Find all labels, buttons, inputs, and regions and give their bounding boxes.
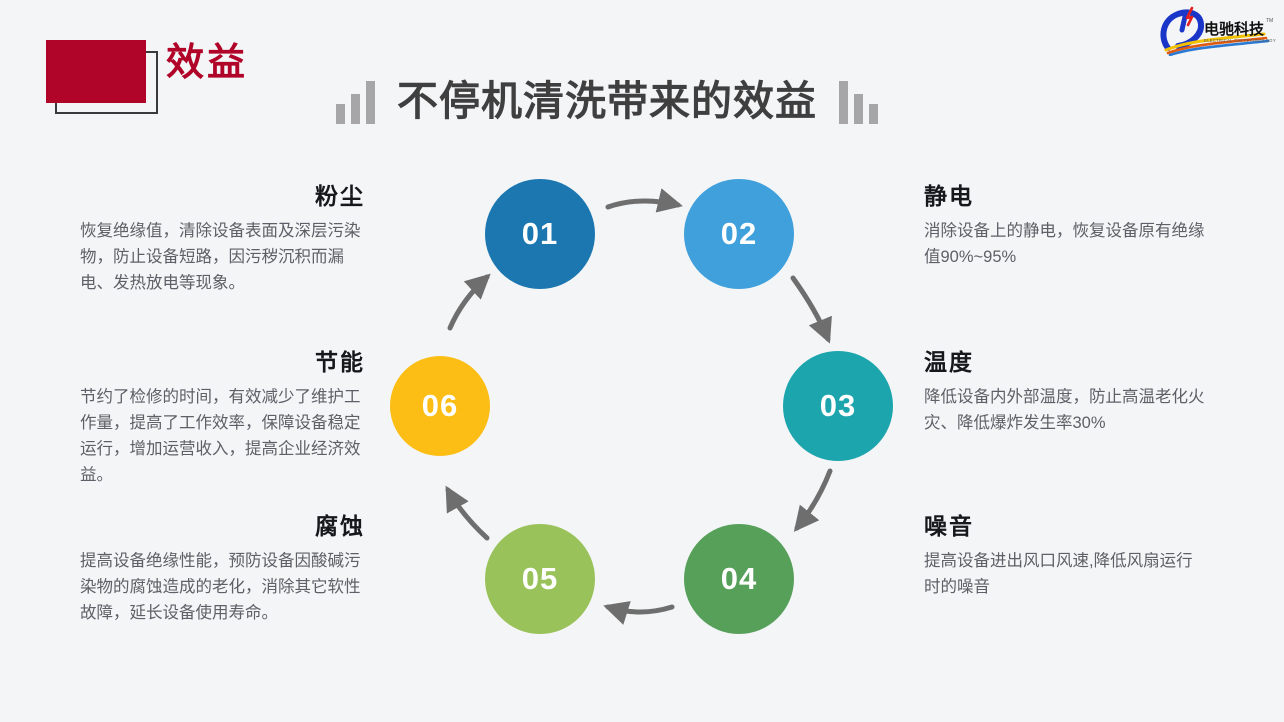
arrow-04-to-05: [603, 601, 675, 625]
page-title-group: 不停机清洗带来的效益: [336, 66, 878, 124]
item-corrosion-title: 腐蚀: [315, 513, 365, 539]
item-temperature-title: 温度: [924, 349, 974, 375]
svg-text:TM: TM: [1266, 18, 1273, 24]
cycle-node-06[interactable]: 06: [390, 356, 490, 456]
header-badge: [46, 40, 158, 114]
cycle-node-03[interactable]: 03: [783, 351, 893, 461]
item-noise-title: 噪音: [924, 513, 974, 539]
svg-text:ELECTRICAL CHI TECHNOLOGY: ELECTRICAL CHI TECHNOLOGY: [1204, 38, 1276, 43]
arrow-03-to-04: [793, 468, 833, 532]
arrow-02-to-03: [790, 275, 832, 344]
item-dust-body: 恢复绝缘值，清除设备表面及深层污染物，防止设备短路，因污秽沉积而漏电、发热放电等…: [80, 222, 361, 293]
cycle-node-04[interactable]: 04: [684, 524, 794, 634]
cycle-node-03-number: 03: [819, 388, 857, 423]
item-energy-saving: 节能 节约了检修的时间，有效减少了维护工作量，提高了工作效率，保障设备稳定运行，…: [80, 349, 365, 489]
cycle-node-01-number: 01: [521, 216, 559, 251]
item-noise-body: 提高设备进出风口风速,降低风扇运行时的噪音: [924, 552, 1193, 597]
descending-bars-icon: [839, 80, 878, 124]
cycle-node-01[interactable]: 01: [485, 179, 595, 289]
ascending-bars-icon: [336, 80, 375, 124]
section-label: 效益: [166, 42, 249, 84]
cycle-node-05-number: 05: [521, 561, 559, 596]
cycle-node-02[interactable]: 02: [684, 179, 794, 289]
item-corrosion: 腐蚀 提高设备绝缘性能，预防设备因酸碱污染物的腐蚀造成的老化，消除其它软性故障，…: [80, 513, 365, 626]
item-energy-saving-title: 节能: [315, 349, 365, 375]
item-dust: 粉尘 恢复绝缘值，清除设备表面及深层污染物，防止设备短路，因污秽沉积而漏电、发热…: [80, 183, 365, 296]
arrow-06-to-01: [447, 273, 491, 331]
item-static-electricity: 静电 消除设备上的静电，恢复设备原有绝缘值90%~95%: [924, 183, 1209, 270]
item-temperature: 温度 降低设备内外部温度，防止高温老化火灾、降低爆炸发生率30%: [924, 349, 1209, 436]
item-static-electricity-title: 静电: [924, 183, 974, 209]
cycle-node-04-number: 04: [720, 561, 758, 596]
badge-fill-rect: [46, 40, 146, 103]
item-dust-title: 粉尘: [315, 183, 365, 209]
cycle-node-06-number: 06: [421, 388, 459, 423]
page-title: 不停机清洗带来的效益: [397, 78, 817, 124]
arrow-05-to-06: [445, 485, 490, 541]
item-temperature-body: 降低设备内外部温度，防止高温老化火灾、降低爆炸发生率30%: [924, 388, 1205, 433]
item-noise: 噪音 提高设备进出风口风速,降低风扇运行时的噪音: [924, 513, 1209, 600]
item-energy-saving-body: 节约了检修的时间，有效减少了维护工作量，提高了工作效率，保障设备稳定运行，增加运…: [80, 388, 361, 485]
item-corrosion-body: 提高设备绝缘性能，预防设备因酸碱污染物的腐蚀造成的老化，消除其它软性故障，延长设…: [80, 552, 361, 623]
svg-text:电驰科技: 电驰科技: [1204, 20, 1265, 38]
item-static-electricity-body: 消除设备上的静电，恢复设备原有绝缘值90%~95%: [924, 222, 1205, 267]
cycle-node-05[interactable]: 05: [485, 524, 595, 634]
arrow-01-to-02: [605, 188, 683, 213]
cycle-node-02-number: 02: [720, 216, 758, 251]
company-logo: 电驰科技 ELECTRICAL CHI TECHNOLOGY TM: [1156, 4, 1276, 57]
